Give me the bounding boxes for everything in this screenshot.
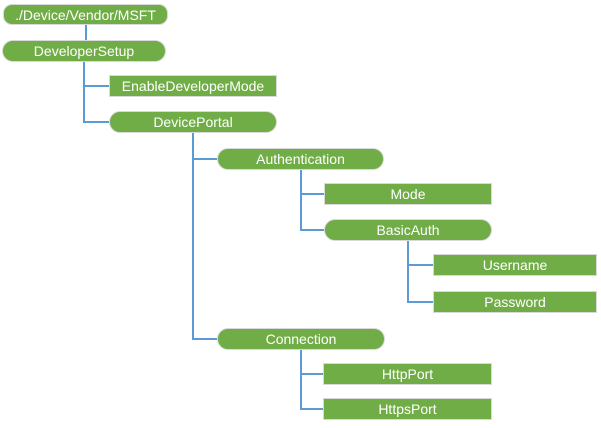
connector-mode bbox=[300, 170, 324, 195]
connector-httpsport bbox=[300, 350, 323, 410]
node-developersetup: DeveloperSetup bbox=[2, 40, 166, 62]
node-label: BasicAuth bbox=[376, 222, 440, 238]
node-label: DeveloperSetup bbox=[33, 43, 135, 59]
node-password: Password bbox=[433, 291, 597, 313]
node-enabledevelopermode: EnableDeveloperMode bbox=[109, 75, 277, 97]
node-basicauth: BasicAuth bbox=[324, 219, 492, 241]
node-label: DevicePortal bbox=[153, 114, 233, 130]
node-label: EnableDeveloperMode bbox=[121, 78, 265, 94]
node-label: Connection bbox=[265, 331, 337, 347]
node-label: Authentication bbox=[256, 151, 345, 167]
connector-authentication bbox=[192, 133, 217, 160]
connector-password bbox=[407, 241, 433, 303]
connector-connection bbox=[192, 133, 217, 340]
node-label: HttpsPort bbox=[378, 401, 437, 417]
connector-enabledevelopermode bbox=[83, 62, 109, 87]
connector-basicauth bbox=[300, 170, 324, 231]
node-msft-root: ./Device/Vendor/MSFT bbox=[3, 4, 168, 25]
node-label: Username bbox=[482, 257, 548, 273]
node-label: Password bbox=[484, 294, 546, 310]
node-label: HttpPort bbox=[381, 366, 434, 382]
node-httpsport: HttpsPort bbox=[323, 398, 492, 420]
node-username: Username bbox=[433, 254, 597, 276]
connector-httpport bbox=[300, 350, 323, 375]
node-label: Mode bbox=[390, 186, 426, 202]
node-httpport: HttpPort bbox=[323, 363, 492, 385]
node-connection: Connection bbox=[217, 328, 385, 350]
connector-deviceportal bbox=[83, 62, 109, 123]
connector-username bbox=[407, 241, 433, 266]
node-label: ./Device/Vendor/MSFT bbox=[15, 6, 156, 23]
node-mode: Mode bbox=[324, 183, 492, 205]
node-deviceportal: DevicePortal bbox=[109, 111, 277, 133]
node-authentication: Authentication bbox=[217, 148, 384, 170]
